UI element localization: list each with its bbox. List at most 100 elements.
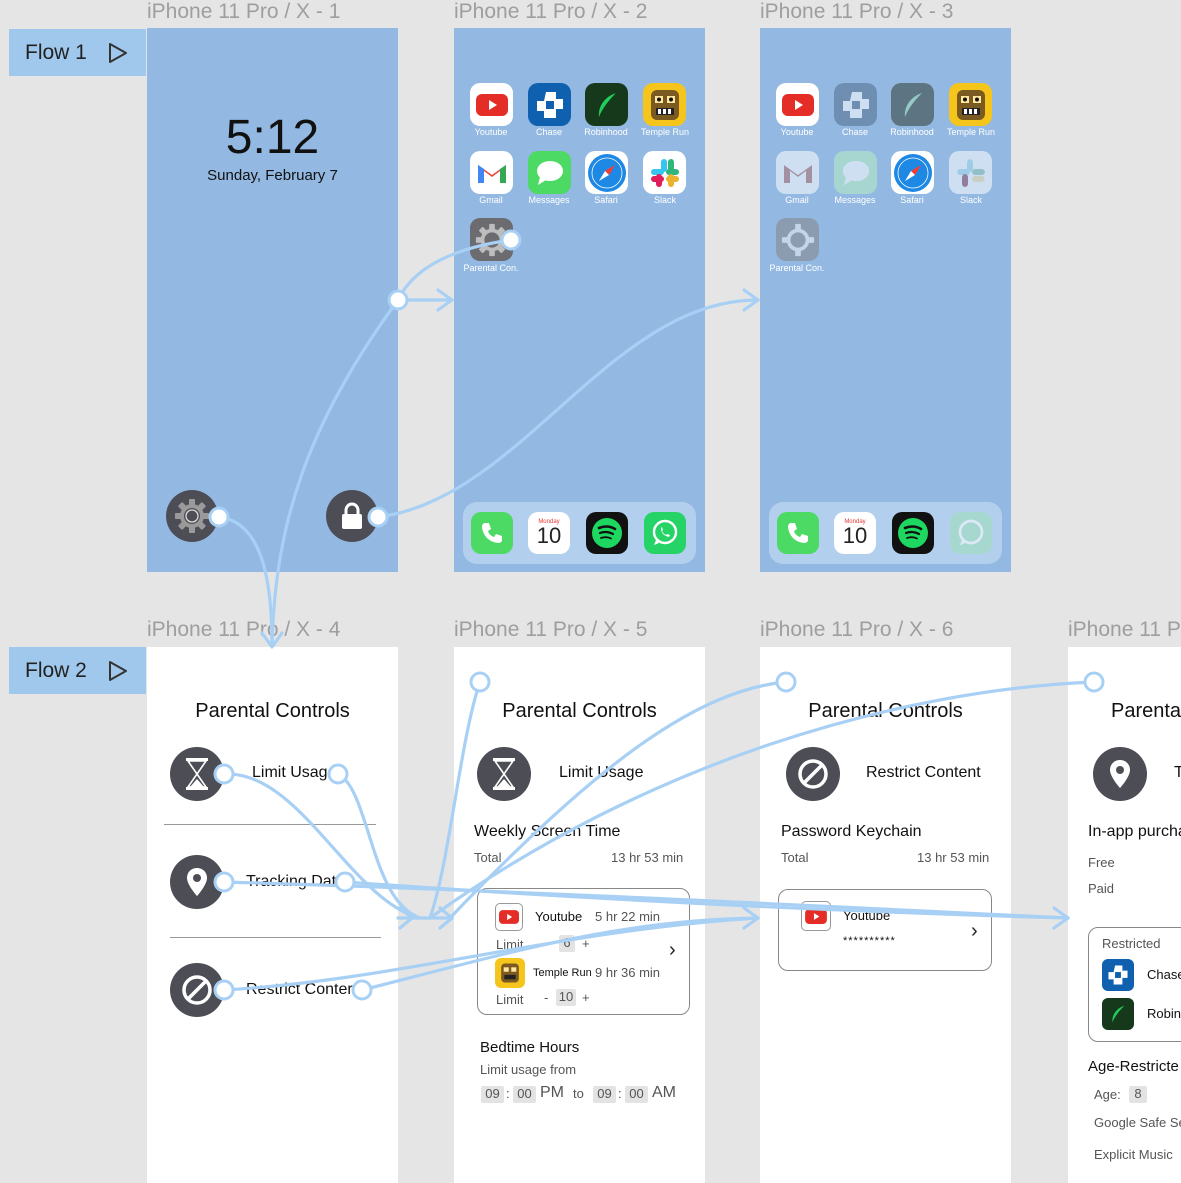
app-label-messages: Messages (834, 195, 876, 205)
frame-title-7: iPhone 11 P (1068, 618, 1181, 641)
lock-icon (342, 502, 362, 529)
play-icon[interactable] (107, 42, 129, 64)
feather-icon (598, 92, 617, 117)
keychain-card[interactable]: Youtube ********** › (778, 889, 992, 971)
feather-icon (1102, 998, 1134, 1030)
age-value-field[interactable]: 8 (1129, 1086, 1147, 1103)
from-minute-field[interactable]: 00 (513, 1086, 536, 1103)
app-chase[interactable] (528, 83, 571, 126)
app-label-safari: Safari (900, 195, 924, 205)
to-ampm[interactable]: AM (652, 1084, 676, 1101)
decrement-button[interactable]: - (544, 990, 549, 1005)
chevron-right-icon[interactable]: › (971, 920, 978, 942)
tracking-data-link[interactable]: Tracking Dat (246, 873, 337, 890)
limit-usage-icon-circle[interactable] (170, 747, 224, 801)
whatsapp-icon (652, 519, 678, 545)
dock: Monday 10 (769, 502, 1002, 564)
dock-phone[interactable] (777, 512, 819, 554)
parental-controls-shortcut[interactable] (166, 490, 218, 542)
chase-icon (842, 91, 869, 118)
chevron-right-icon[interactable]: › (669, 939, 676, 961)
app-label-chase: Chase (535, 127, 562, 137)
flow-2-start[interactable]: Flow 2 (9, 647, 146, 694)
tracking-icon-circle (1093, 747, 1147, 801)
temple-run-icon (956, 89, 985, 120)
restricted-app-2: Robin (1147, 1006, 1181, 1021)
page-title: Parental Controls (195, 700, 350, 722)
app-label-youtube: Youtube (780, 127, 814, 137)
calendar-date: 10 (536, 523, 562, 548)
app-messages[interactable] (528, 151, 571, 194)
lock-time: 5:12 (225, 111, 320, 164)
limit-usage-frame: Parental Controls Limit Usage Weekly Scr… (454, 647, 705, 1183)
app-gmail[interactable] (470, 151, 513, 194)
dock-calendar[interactable]: Monday 10 (834, 512, 876, 554)
tracking-icon-circle[interactable] (170, 855, 224, 909)
limit-usage-link[interactable]: Limit Usag (252, 764, 328, 781)
app-temple-run[interactable] (949, 83, 992, 126)
app-youtube[interactable] (776, 83, 819, 126)
app-label-chase: Chase (841, 127, 868, 137)
arrowhead-icon (436, 288, 454, 312)
dock-spotify[interactable] (586, 512, 628, 554)
paid-option[interactable]: Paid (1088, 881, 1115, 896)
gear-icon (781, 223, 814, 256)
limit-usage-from-label: Limit usage from (480, 1062, 577, 1077)
calendar-day: Monday (538, 519, 560, 525)
restrict-icon-circle[interactable] (170, 963, 224, 1017)
chat-bubble-icon (842, 160, 869, 185)
decrement-button[interactable]: - (544, 936, 549, 951)
increment-button[interactable]: + (582, 990, 590, 1005)
masked-password: ********** (843, 935, 896, 947)
youtube-icon (475, 93, 508, 116)
app-youtube[interactable] (470, 83, 513, 126)
dock: Monday 10 (463, 502, 696, 564)
app1-time: 5 hr 22 min (595, 909, 661, 924)
play-icon[interactable] (107, 660, 129, 682)
app-slack[interactable] (643, 151, 686, 194)
flow-2-label: Flow 2 (25, 658, 87, 682)
location-pin-icon (187, 868, 207, 896)
age-restricted-heading: Age-Restricte (1088, 1058, 1179, 1075)
flow-1-start[interactable]: Flow 1 (9, 29, 146, 76)
youtube-icon (495, 903, 523, 931)
home-screen-frame: Youtube Chase Robinhood Temple Run Gmail… (454, 28, 705, 572)
increment-button[interactable]: + (582, 936, 590, 951)
app-slack-locked (949, 151, 992, 194)
app1-name: Youtube (535, 909, 583, 924)
total-label: Total (781, 850, 809, 865)
app2-name: Temple Run (533, 967, 592, 979)
from-hour-field[interactable]: 09 (481, 1086, 504, 1103)
app-messages-locked (834, 151, 877, 194)
dock-calendar[interactable]: Monday 10 (528, 512, 570, 554)
free-option[interactable]: Free (1088, 855, 1115, 870)
chase-icon (1102, 959, 1134, 991)
restrict-content-link[interactable]: Restrict Conter (246, 981, 353, 998)
app-label-gmail: Gmail (479, 195, 503, 205)
dock-phone[interactable] (471, 512, 513, 554)
calendar-day: Monday (844, 519, 866, 525)
app-safari[interactable] (891, 151, 934, 194)
divider (164, 824, 376, 825)
dock-spotify[interactable] (892, 512, 934, 554)
app-chase-locked (834, 83, 877, 126)
lock-date: Sunday, February 7 (207, 167, 338, 184)
arrowhead-icon (438, 906, 454, 930)
app-label-messages: Messages (528, 195, 570, 205)
time-separator: : (618, 1086, 622, 1101)
restrict-icon-circle (786, 747, 840, 801)
app-parental-controls[interactable] (470, 218, 513, 261)
from-ampm[interactable]: PM (540, 1084, 564, 1101)
dock-whatsapp[interactable] (644, 512, 686, 554)
frame-title-2: iPhone 11 Pro / X - 2 (454, 0, 648, 23)
calendar-date: 10 (842, 523, 868, 548)
app-safari[interactable] (585, 151, 628, 194)
app1-limit-value[interactable]: 6 (559, 935, 575, 952)
to-minute-field[interactable]: 00 (625, 1086, 648, 1103)
app2-time: 9 hr 36 min (595, 965, 661, 980)
to-hour-field[interactable]: 09 (593, 1086, 616, 1103)
app-robinhood[interactable] (585, 83, 628, 126)
lock-button[interactable] (326, 490, 378, 542)
app2-limit-value[interactable]: 10 (556, 989, 576, 1006)
app-temple-run[interactable] (643, 83, 686, 126)
